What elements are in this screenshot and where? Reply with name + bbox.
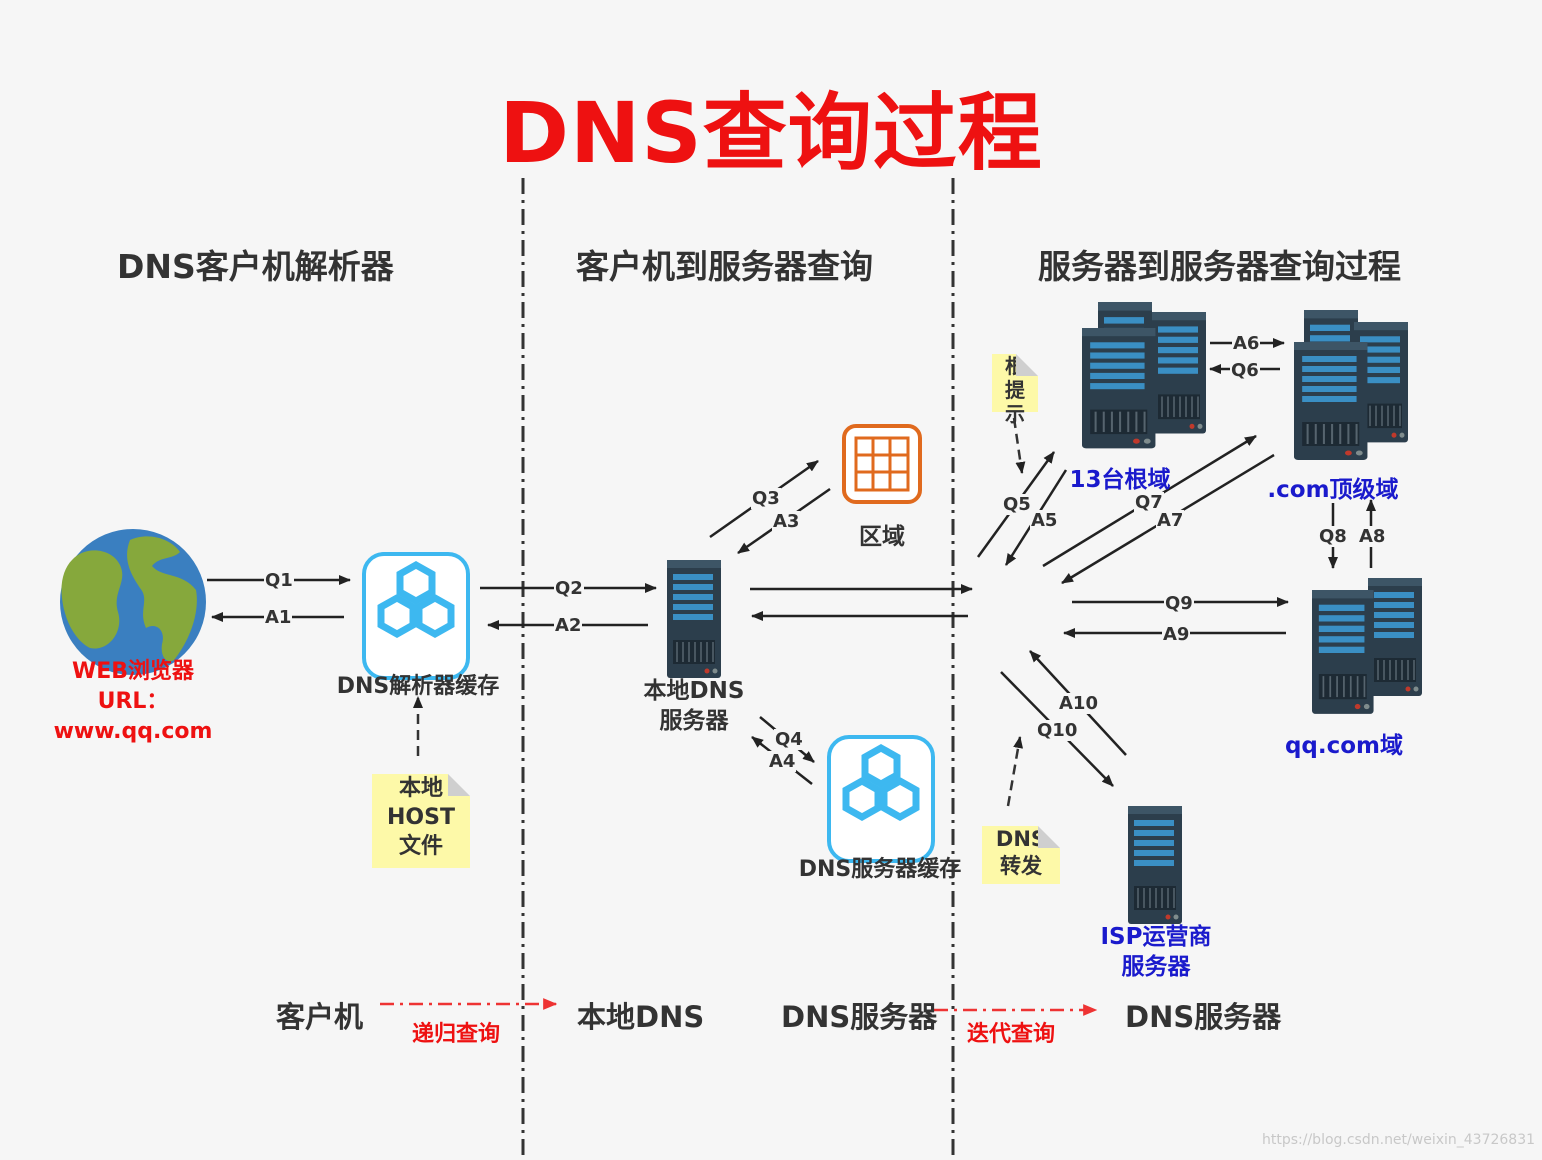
browser-label-line2: URL：	[97, 689, 169, 714]
section-client-resolver: DNS客户机解析器	[117, 247, 394, 286]
local-dns-label-line1: 本地DNS	[643, 678, 745, 704]
local-dns-label: 本地DNS 服务器	[614, 676, 774, 736]
edge-label-q4: Q4	[774, 729, 804, 750]
edge-label-a7: A7	[1156, 510, 1185, 531]
legend-dns-server-a: DNS服务器	[781, 1000, 938, 1034]
edge-label-a5: A5	[1030, 510, 1059, 531]
edge-dns-forward	[1006, 736, 1024, 807]
edge-label-q10: Q10	[1036, 720, 1079, 741]
legend-local-dns: 本地DNS	[577, 1000, 705, 1034]
com-tld-label: .com顶级域	[1267, 477, 1399, 503]
page-title: DNS查询过程	[499, 84, 1043, 182]
edge-label-a9: A9	[1162, 624, 1191, 645]
legend-iterative: 迭代查询	[967, 1022, 1056, 1047]
qq-domain-label: qq.com域	[1284, 733, 1404, 759]
edge-label-a3: A3	[772, 511, 801, 532]
root-hint-line2: 提	[1005, 378, 1025, 402]
root-hint-line3: 示	[1005, 402, 1025, 426]
isp-server-label-line2: 服务器	[1121, 954, 1191, 980]
hosts-file-line1: 本地	[398, 776, 443, 801]
resolver-cache-label: DNS解析器缓存	[336, 674, 500, 699]
edge-label-q7: Q7	[1134, 492, 1164, 513]
edge-label-a10: A10	[1058, 693, 1099, 714]
edge-label-q2: Q2	[554, 578, 584, 599]
local-dns-server-icon	[666, 559, 722, 679]
dns-forward-note: DNS 转发	[982, 826, 1060, 884]
hosts-file-line3: 文件	[398, 834, 443, 859]
browser-label-line3: www.qq.com	[53, 719, 213, 744]
browser-label: WEB浏览器 URL： www.qq.com	[33, 657, 233, 747]
root-servers-label: 13台根域	[1069, 467, 1171, 493]
isp-server-label: ISP运营商 服务器	[1086, 922, 1226, 982]
edge-label-a1: A1	[264, 607, 293, 628]
edge-label-q5: Q5	[1002, 494, 1032, 515]
root-hint-line1: 根	[1005, 354, 1025, 378]
isp-server-label-line1: ISP运营商	[1100, 924, 1212, 950]
legend-client: 客户机	[276, 1000, 364, 1034]
globe-icon	[60, 529, 206, 675]
dns-forward-line1: DNS	[995, 827, 1047, 851]
resolver-cache-icon	[364, 554, 468, 678]
edge-label-q6: Q6	[1230, 360, 1260, 381]
isp-server-icon	[1127, 805, 1183, 925]
hosts-file-line2: HOST	[387, 805, 455, 830]
edge-label-a8: A8	[1358, 526, 1387, 547]
edge-label-a2: A2	[554, 615, 583, 636]
edge-label-q1: Q1	[264, 570, 294, 591]
edge-root-hint	[1012, 417, 1026, 474]
legend-dns-server-b: DNS服务器	[1125, 1000, 1282, 1034]
qq-domain-servers-icon	[1311, 577, 1423, 715]
local-dns-label-line2: 服务器	[659, 708, 729, 734]
com-tld-servers-icon	[1292, 309, 1409, 462]
section-client-to-server: 客户机到服务器查询	[576, 247, 873, 286]
dns-server-cache-label: DNS服务器缓存	[798, 857, 962, 882]
dns-forward-line2: 转发	[1000, 854, 1042, 878]
root-servers-icon	[1080, 301, 1207, 450]
edge-label-q8: Q8	[1318, 526, 1348, 547]
edge-label-q9: Q9	[1164, 593, 1194, 614]
legend-recursive: 递归查询	[412, 1022, 501, 1047]
section-server-to-server: 服务器到服务器查询过程	[1038, 247, 1401, 286]
edge-label-a4: A4	[768, 751, 797, 772]
edge-label-a6: A6	[1232, 333, 1261, 354]
browser-label-line1: WEB浏览器	[71, 659, 195, 684]
dns-server-cache-icon	[829, 737, 933, 861]
zone-label: 区域	[859, 524, 905, 550]
root-hint-note: 根 提 示	[992, 354, 1038, 426]
hosts-file-note: 本地 HOST 文件	[372, 774, 470, 868]
watermark: https://blog.csdn.net/weixin_43726831	[1262, 1132, 1536, 1148]
edge-label-q3: Q3	[751, 488, 781, 509]
zone-icon	[842, 424, 922, 504]
